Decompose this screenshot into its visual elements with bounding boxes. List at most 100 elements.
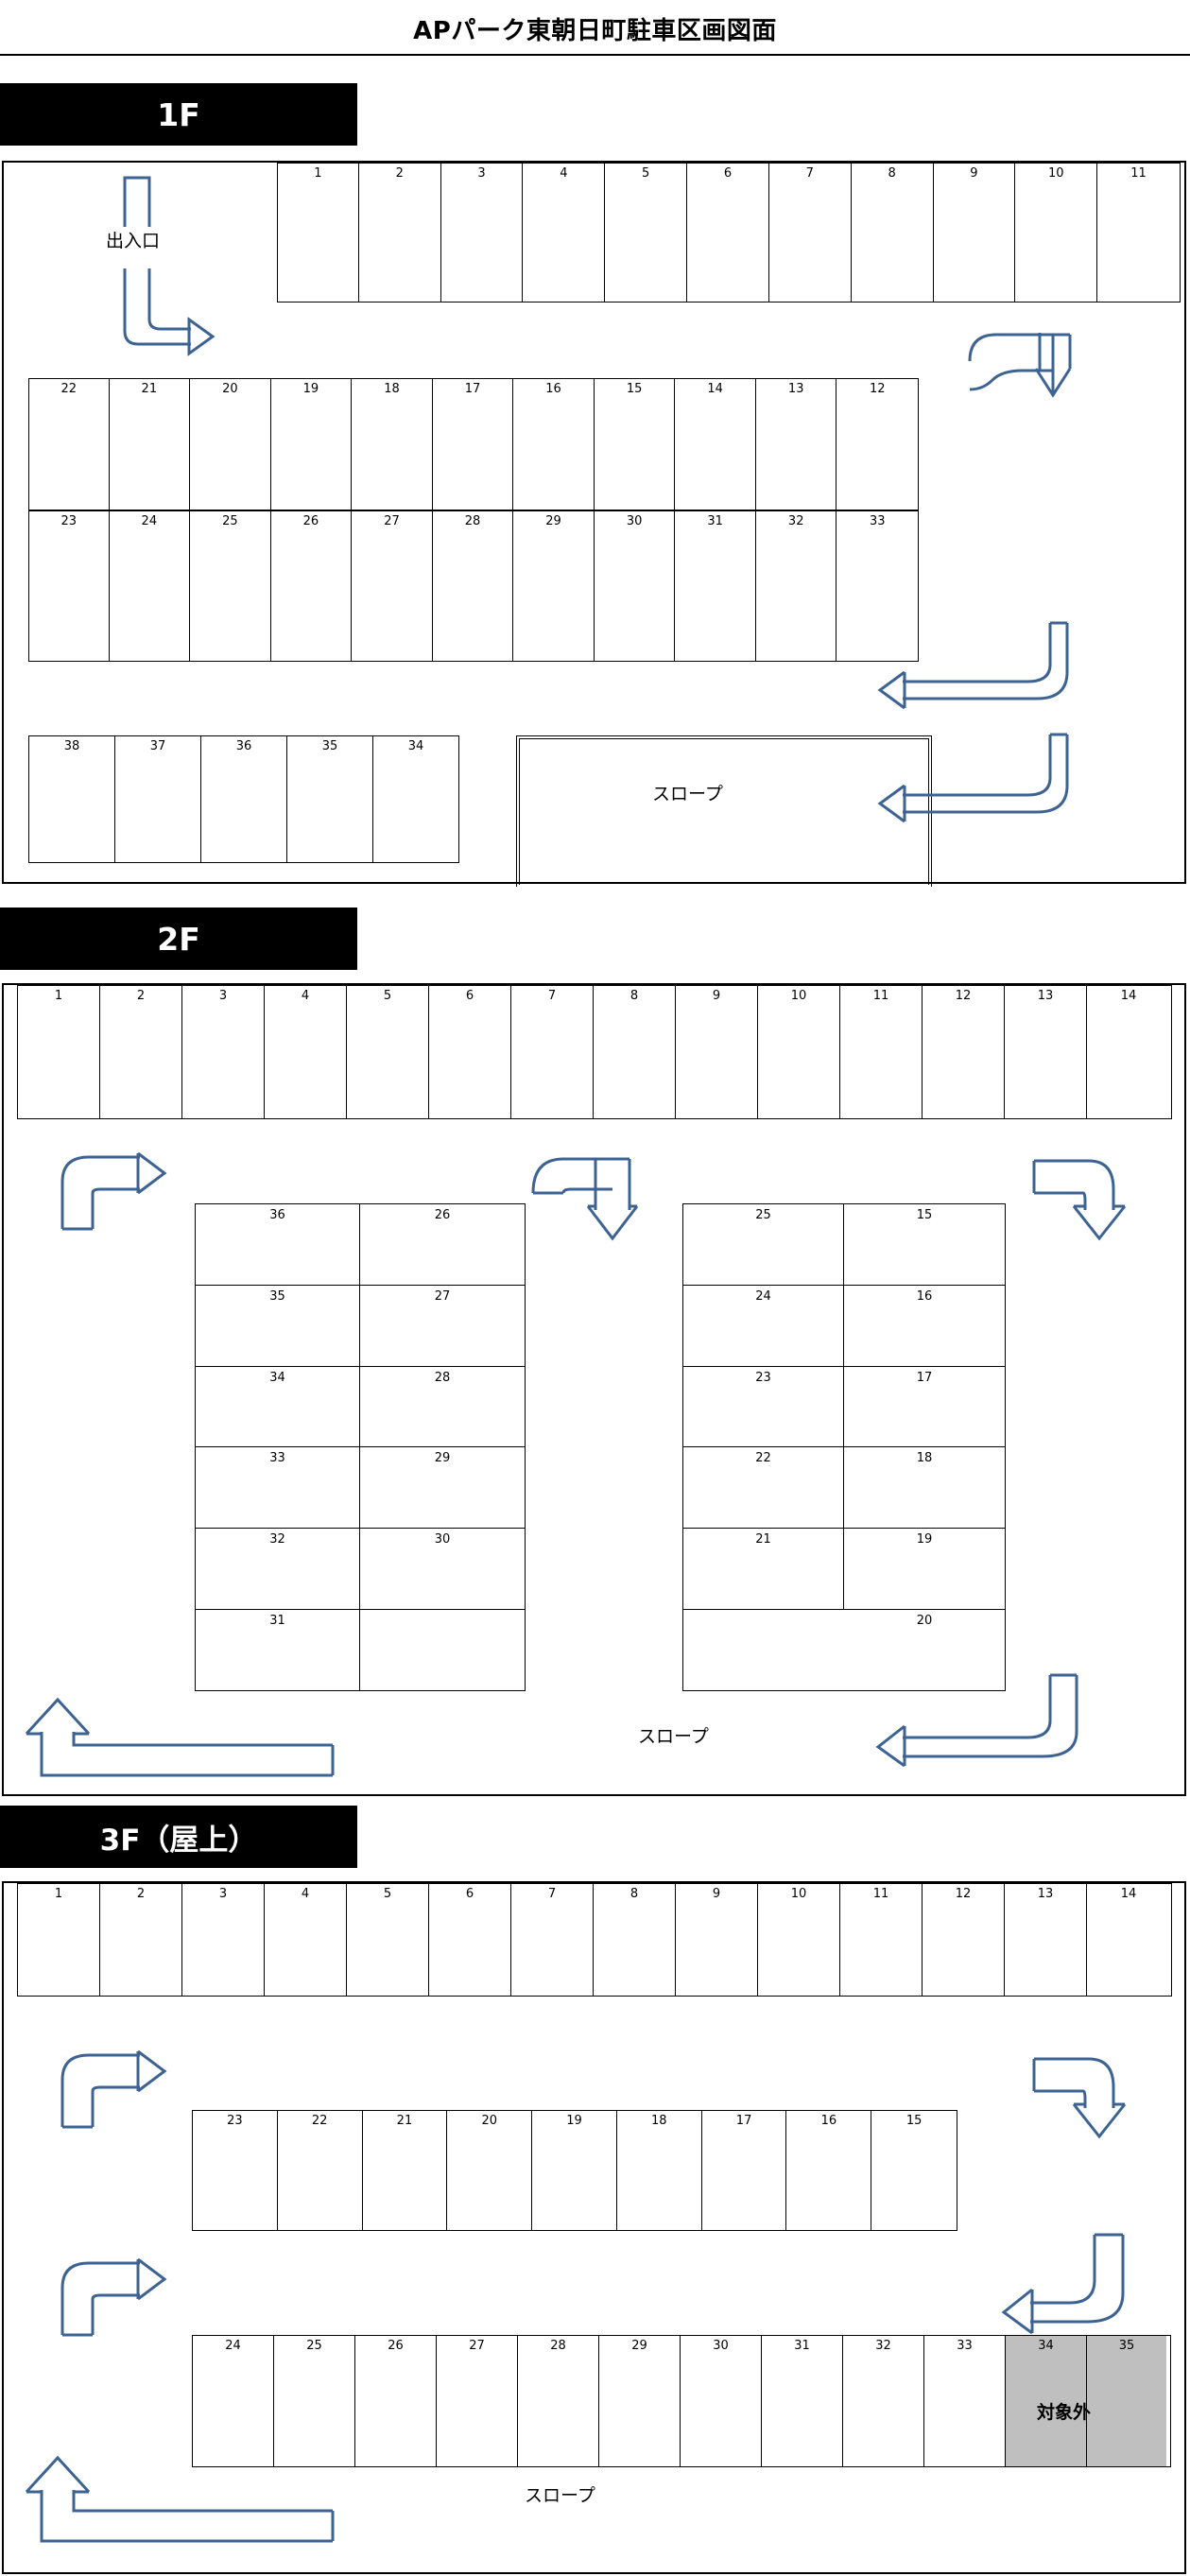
stall-3f-10[interactable]: 10 — [758, 1884, 840, 1996]
stall-3f-26[interactable]: 26 — [355, 2336, 437, 2466]
stall-3f-13[interactable]: 13 — [1005, 1884, 1087, 1996]
stall-1f-20[interactable]: 20 — [190, 379, 271, 510]
stall-2f-15[interactable]: 15 — [916, 1208, 933, 1222]
stall-1f-31[interactable]: 31 — [675, 511, 756, 661]
stall-2f-32[interactable]: 32 — [196, 1529, 360, 1610]
stall-1f-37[interactable]: 37 — [115, 736, 201, 862]
stall-2f-6[interactable]: 6 — [429, 986, 511, 1118]
stall-3f-22[interactable]: 22 — [277, 2111, 363, 2230]
stall-2f-21[interactable]: 21 — [683, 1529, 844, 1610]
stall-2f-30[interactable]: 30 — [434, 1532, 451, 1547]
stall-3f-2[interactable]: 2 — [100, 1884, 182, 1996]
stall-1f-36[interactable]: 36 — [201, 736, 287, 862]
stall-3f-34-excluded[interactable]: 34 — [1006, 2336, 1087, 2466]
stall-2f-35[interactable]: 35 — [196, 1285, 360, 1366]
stall-1f-7[interactable]: 7 — [768, 164, 852, 302]
stall-2f-29[interactable]: 29 — [434, 1451, 451, 1466]
stall-3f-21[interactable]: 21 — [362, 2111, 448, 2230]
stall-2f-13[interactable]: 13 — [1005, 986, 1087, 1118]
stall-1f-35[interactable]: 35 — [287, 736, 373, 862]
stall-1f-17[interactable]: 17 — [432, 379, 514, 510]
stall-2f-14[interactable]: 14 — [1087, 986, 1170, 1118]
stall-3f-17[interactable]: 17 — [701, 2111, 787, 2230]
stall-2f-27[interactable]: 27 — [434, 1288, 451, 1304]
stall-3f-3[interactable]: 3 — [182, 1884, 265, 1996]
stall-1f-23[interactable]: 23 — [29, 511, 110, 661]
stall-2f-2[interactable]: 2 — [100, 986, 182, 1118]
stall-3f-27[interactable]: 27 — [437, 2336, 518, 2466]
stall-1f-3[interactable]: 3 — [440, 164, 524, 302]
stall-1f-19[interactable]: 19 — [270, 379, 353, 510]
stall-1f-28[interactable]: 28 — [432, 511, 514, 661]
stall-1f-2[interactable]: 2 — [358, 164, 441, 302]
stall-1f-1[interactable]: 1 — [278, 164, 359, 302]
stall-1f-38[interactable]: 38 — [29, 736, 115, 862]
stall-3f-32[interactable]: 32 — [843, 2336, 924, 2466]
stall-1f-10[interactable]: 10 — [1015, 164, 1098, 302]
stall-3f-7[interactable]: 7 — [511, 1884, 594, 1996]
stall-3f-25[interactable]: 25 — [274, 2336, 355, 2466]
stall-2f-10[interactable]: 10 — [758, 986, 840, 1118]
stall-3f-9[interactable]: 9 — [676, 1884, 758, 1996]
stall-1f-21[interactable]: 21 — [109, 379, 191, 510]
stall-1f-4[interactable]: 4 — [523, 164, 606, 302]
stall-3f-5[interactable]: 5 — [347, 1884, 429, 1996]
stall-2f-11[interactable]: 11 — [840, 986, 923, 1118]
stall-1f-27[interactable]: 27 — [352, 511, 433, 661]
stall-2f-34[interactable]: 34 — [196, 1366, 360, 1447]
stall-1f-32[interactable]: 32 — [755, 511, 837, 661]
stall-1f-9[interactable]: 9 — [933, 164, 1016, 302]
stall-2f-22[interactable]: 22 — [683, 1447, 844, 1529]
stall-2f-4[interactable]: 4 — [265, 986, 347, 1118]
stall-3f-4[interactable]: 4 — [265, 1884, 347, 1996]
stall-2f-18[interactable]: 18 — [916, 1451, 933, 1466]
stall-3f-12[interactable]: 12 — [923, 1884, 1005, 1996]
stall-2f-17[interactable]: 17 — [916, 1370, 933, 1385]
stall-3f-30[interactable]: 30 — [681, 2336, 762, 2466]
stall-2f-19[interactable]: 19 — [916, 1532, 933, 1547]
stall-2f-9[interactable]: 9 — [676, 986, 758, 1118]
stall-3f-28[interactable]: 28 — [518, 2336, 599, 2466]
stall-2f-5[interactable]: 5 — [347, 986, 429, 1118]
stall-1f-5[interactable]: 5 — [605, 164, 688, 302]
stall-2f-31[interactable]: 31 — [196, 1610, 360, 1690]
stall-3f-24[interactable]: 24 — [193, 2336, 274, 2466]
stall-3f-11[interactable]: 11 — [840, 1884, 923, 1996]
stall-1f-26[interactable]: 26 — [270, 511, 353, 661]
stall-3f-14[interactable]: 14 — [1087, 1884, 1170, 1996]
stall-2f-3[interactable]: 3 — [182, 986, 265, 1118]
stall-1f-30[interactable]: 30 — [594, 511, 676, 661]
stall-2f-12[interactable]: 12 — [923, 986, 1005, 1118]
stall-3f-23[interactable]: 23 — [193, 2111, 278, 2230]
stall-2f-33[interactable]: 33 — [196, 1447, 360, 1529]
stall-3f-35-excluded[interactable]: 35 — [1087, 2336, 1166, 2466]
stall-1f-34[interactable]: 34 — [373, 736, 458, 862]
stall-1f-25[interactable]: 25 — [190, 511, 271, 661]
stall-1f-33[interactable]: 33 — [836, 511, 919, 661]
stall-1f-8[interactable]: 8 — [851, 164, 934, 302]
stall-1f-15[interactable]: 15 — [594, 379, 676, 510]
stall-1f-24[interactable]: 24 — [109, 511, 191, 661]
stall-2f-36[interactable]: 36 — [196, 1204, 360, 1285]
stall-1f-18[interactable]: 18 — [352, 379, 433, 510]
stall-3f-20[interactable]: 20 — [447, 2111, 533, 2230]
stall-3f-19[interactable]: 19 — [532, 2111, 617, 2230]
stall-2f-25[interactable]: 25 — [683, 1204, 844, 1285]
stall-3f-33[interactable]: 33 — [924, 2336, 1006, 2466]
stall-1f-13[interactable]: 13 — [755, 379, 837, 510]
stall-1f-22[interactable]: 22 — [29, 379, 110, 510]
stall-3f-31[interactable]: 31 — [762, 2336, 843, 2466]
stall-3f-1[interactable]: 1 — [18, 1884, 100, 1996]
stall-1f-29[interactable]: 29 — [513, 511, 595, 661]
stall-1f-14[interactable]: 14 — [675, 379, 756, 510]
stall-3f-29[interactable]: 29 — [599, 2336, 681, 2466]
stall-3f-8[interactable]: 8 — [594, 1884, 676, 1996]
stall-2f-28[interactable]: 28 — [434, 1370, 451, 1385]
stall-1f-12[interactable]: 12 — [836, 379, 919, 510]
stall-2f-1[interactable]: 1 — [18, 986, 100, 1118]
stall-3f-18[interactable]: 18 — [616, 2111, 702, 2230]
stall-2f-7[interactable]: 7 — [511, 986, 594, 1118]
stall-3f-16[interactable]: 16 — [786, 2111, 872, 2230]
stall-2f-8[interactable]: 8 — [594, 986, 676, 1118]
stall-1f-6[interactable]: 6 — [687, 164, 769, 302]
